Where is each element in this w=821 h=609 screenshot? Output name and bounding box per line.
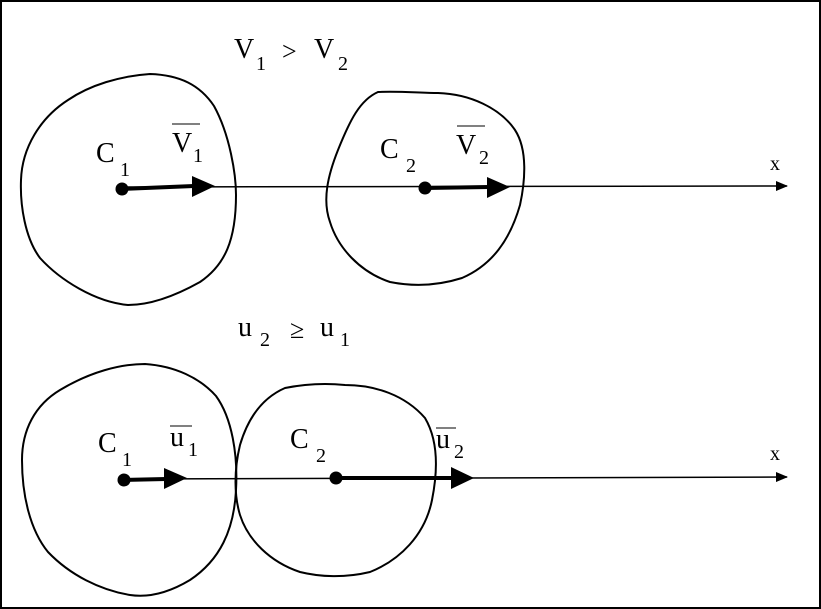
upper-relation-left: V: [234, 34, 254, 65]
upper-velocity-1-label: V: [172, 128, 192, 159]
upper-relation: V 1 > V 2: [234, 34, 348, 75]
lower-relation-left: u: [238, 312, 252, 343]
lower-relation-operator: ≥: [290, 315, 304, 344]
lower-relation-left-sub: 2: [260, 329, 270, 351]
lower-velocity-2-label: u: [436, 424, 450, 455]
lower-panel: u 2 ≥ u 1 x C 1 u 1 C 2 u 2: [20, 312, 788, 597]
upper-center-2-dot: [418, 181, 432, 195]
lower-x-axis-label: x: [770, 443, 780, 465]
lower-velocity-1-label-sub: 1: [188, 439, 198, 461]
upper-body-1-label-sub: 1: [120, 159, 130, 181]
upper-panel: V 1 > V 2 x C 1 V 1 C 2 V 2: [19, 34, 788, 307]
upper-velocity-2-label-sub: 2: [479, 147, 489, 169]
upper-velocity-1-shaft: [121, 184, 195, 191]
lower-velocity-1-label: u: [170, 422, 184, 453]
lower-body-2-label-sub: 2: [316, 445, 326, 467]
lower-body-1-outline: [20, 362, 238, 597]
lower-velocity-2-arrowhead: [451, 467, 474, 489]
lower-body-1-label: C: [98, 428, 117, 459]
lower-relation-right-sub: 1: [340, 329, 350, 351]
upper-velocity-2-arrowhead: [487, 177, 510, 198]
upper-velocity-1-arrowhead: [192, 176, 215, 197]
upper-body-1-outline: [19, 72, 238, 307]
lower-center-1-dot: [117, 473, 131, 487]
upper-velocity-2-label: V: [456, 130, 476, 161]
upper-relation-left-sub: 1: [256, 53, 266, 75]
upper-velocity-1-label-sub: 1: [193, 145, 203, 167]
upper-relation-right-sub: 2: [338, 53, 348, 75]
upper-body-2-label: C: [380, 134, 399, 165]
upper-body-2-outline: [325, 90, 526, 286]
lower-velocity-1-shaft: [123, 477, 167, 482]
lower-velocity-1-arrowhead: [164, 468, 187, 489]
upper-body-2-label-sub: 2: [406, 155, 416, 177]
lower-center-2-dot: [329, 471, 343, 485]
lower-relation-right: u: [320, 312, 334, 343]
lower-relation: u 2 ≥ u 1: [238, 312, 350, 351]
upper-relation-operator: >: [282, 37, 297, 66]
lower-body-1-label-sub: 1: [122, 449, 132, 471]
upper-body-1-label: C: [96, 138, 115, 169]
lower-body-2-outline: [234, 383, 437, 578]
upper-x-axis-label: x: [770, 153, 780, 175]
lower-body-2-label: C: [290, 424, 309, 455]
upper-center-1-dot: [115, 182, 129, 196]
upper-relation-right: V: [314, 34, 334, 65]
lower-velocity-2-label-sub: 2: [454, 441, 464, 463]
upper-velocity-2-shaft: [424, 185, 490, 190]
